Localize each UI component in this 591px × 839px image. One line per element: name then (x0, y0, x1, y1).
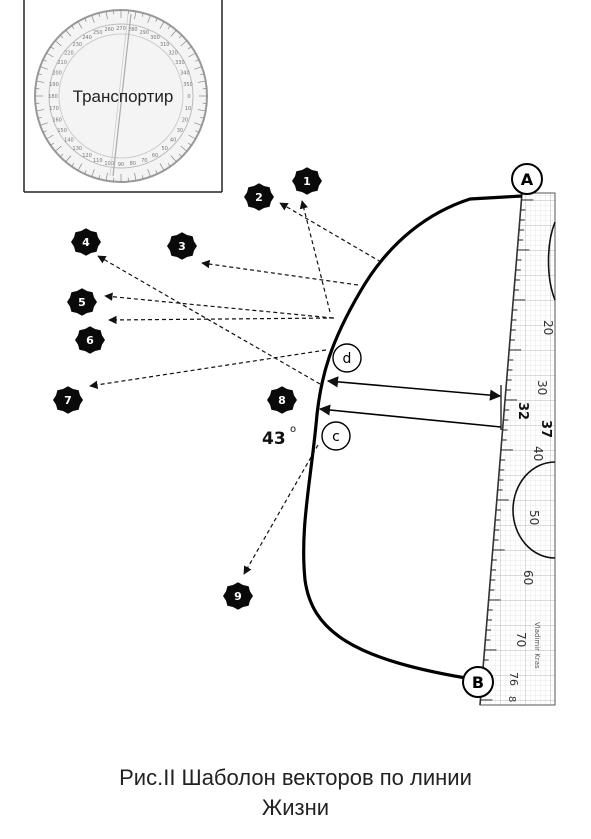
vector-badges: 1 2 3 4 5 6 7 8 9 (53, 167, 322, 610)
measurement-lines (318, 376, 502, 430)
svg-text:0: 0 (187, 94, 190, 100)
svg-text:130: 130 (73, 146, 83, 152)
svg-text:80: 80 (130, 161, 136, 167)
vector-arrows (89, 200, 382, 575)
svg-text:180: 180 (48, 94, 58, 100)
vector-badge-8: 8 (267, 386, 297, 414)
svg-text:260: 260 (104, 27, 114, 33)
vector-badge-label: 3 (178, 240, 186, 253)
vector-badge-label: 8 (278, 394, 286, 407)
svg-text:30: 30 (177, 128, 183, 134)
angle-value: 43 (262, 429, 286, 449)
ruler-tick-label: 60 (521, 570, 535, 585)
vector-badge-label: 2 (255, 191, 263, 204)
ruler: 20 30 40 50 60 70 76 8 Vladimir Kras (479, 192, 556, 706)
svg-text:20: 20 (182, 117, 188, 123)
svg-text:230: 230 (73, 42, 83, 48)
svg-text:220: 220 (64, 50, 74, 56)
svg-text:300: 300 (150, 35, 160, 41)
angle-unit: o (290, 424, 296, 435)
ruler-tick-label: 76 (507, 672, 520, 686)
vector-badge-7: 7 (53, 386, 83, 414)
vector-badge-6: 6 (75, 326, 105, 354)
svg-text:160: 160 (52, 117, 62, 123)
point-c-label: c (332, 429, 340, 445)
svg-text:70: 70 (141, 158, 147, 164)
vector-badge-label: 6 (86, 334, 94, 347)
point-d-label: d (343, 351, 352, 367)
ruler-tick-label: 30 (535, 380, 549, 395)
protractor-label: Транспортир (73, 87, 174, 106)
svg-text:280: 280 (128, 27, 138, 33)
svg-text:250: 250 (93, 30, 103, 36)
svg-text:120: 120 (82, 153, 92, 159)
vector-badge-label: 4 (82, 236, 90, 249)
vector-badge-label: 5 (78, 296, 86, 309)
svg-text:320: 320 (168, 50, 178, 56)
figure-caption-line2: Жизни (261, 795, 330, 820)
point-c: c (321, 421, 351, 451)
svg-text:340: 340 (180, 71, 190, 77)
point-a-label: A (521, 170, 534, 189)
life-line (302, 194, 523, 682)
vector-badge-9: 9 (223, 582, 253, 610)
vector-badge-3: 3 (167, 232, 197, 260)
vector-badge-label: 1 (303, 175, 311, 188)
svg-text:170: 170 (49, 106, 59, 112)
svg-text:110: 110 (93, 158, 103, 164)
vector-badge-label: 7 (64, 394, 72, 407)
svg-text:190: 190 (49, 82, 59, 88)
svg-text:200: 200 (52, 71, 62, 77)
dc-distance-label: 32 (515, 402, 530, 420)
svg-text:140: 140 (64, 138, 74, 144)
ruler-tick-label: 8 (506, 696, 517, 702)
ruler-tick-label: 50 (527, 510, 541, 525)
ruler-brand: Vladimir Kras (533, 622, 541, 669)
point-b-label: B (472, 673, 484, 692)
vector-badge-4: 4 (71, 228, 101, 256)
svg-text:270: 270 (116, 26, 126, 32)
ruler-tick-label: 40 (531, 446, 545, 461)
ruler-tick-label: 20 (541, 320, 555, 335)
svg-text:90: 90 (118, 162, 124, 168)
vector-badge-label: 9 (234, 590, 242, 603)
svg-text:50: 50 (162, 146, 168, 152)
svg-text:310: 310 (160, 42, 170, 48)
vector-badge-5: 5 (67, 288, 97, 316)
vector-badge-2: 2 (244, 183, 274, 211)
svg-text:290: 290 (139, 30, 149, 36)
svg-text:100: 100 (104, 161, 114, 167)
ruler-tick-label: 70 (514, 632, 528, 647)
point-a: A (511, 163, 543, 195)
svg-text:210: 210 (57, 60, 67, 66)
c-distance-label: 37 (538, 420, 553, 438)
svg-text:10: 10 (185, 106, 191, 112)
svg-text:150: 150 (57, 128, 67, 134)
point-b: B (462, 666, 494, 698)
svg-text:60: 60 (152, 153, 158, 159)
svg-text:330: 330 (175, 60, 185, 66)
svg-text:40: 40 (170, 138, 176, 144)
svg-text:350: 350 (183, 82, 193, 88)
svg-text:240: 240 (82, 35, 92, 41)
figure-caption-line1: Рис.II Шаболон векторов по линии (119, 765, 472, 790)
vector-badge-1: 1 (292, 167, 322, 195)
point-d: d (332, 343, 362, 373)
